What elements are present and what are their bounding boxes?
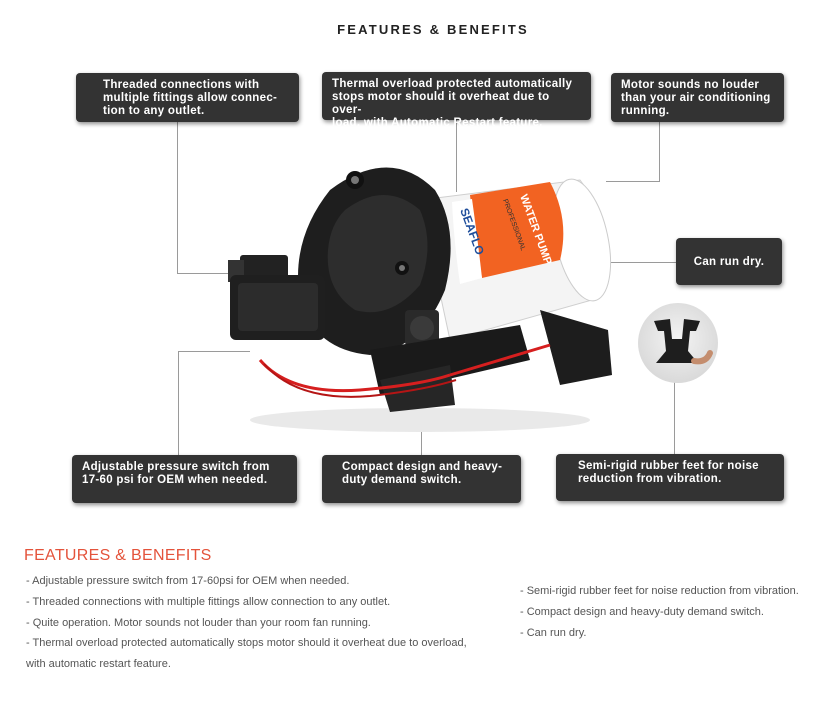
- callout-line: 17-60 psi for OEM when needed.: [82, 474, 268, 486]
- list-item: - Semi-rigid rubber feet for noise reduc…: [520, 585, 799, 597]
- leader-motor: [659, 122, 660, 182]
- callout-line: running.: [621, 105, 670, 117]
- leader-pressure: [178, 351, 179, 455]
- callout-line: Adjustable pressure switch from: [82, 461, 270, 473]
- callout-line: Semi-rigid rubber feet for noise: [578, 460, 759, 472]
- callout-line: multiple fittings allow connec-: [103, 92, 278, 104]
- callout-line: stops motor should it overheat due to ov…: [332, 91, 550, 116]
- callout-line: Threaded connections with: [103, 79, 260, 91]
- features-list-right: - Semi-rigid rubber feet for noise reduc…: [520, 581, 799, 643]
- leader-motor-h: [606, 181, 660, 182]
- section-title: FEATURES & BENEFITS: [24, 547, 212, 564]
- callout-motor-sound: Motor sounds no louder than your air con…: [611, 73, 784, 122]
- leader-dry: [606, 262, 676, 263]
- list-item: - Threaded connections with multiple fit…: [26, 595, 391, 608]
- callout-run-dry: Can run dry.: [676, 238, 782, 285]
- list-item: - Can run dry.: [520, 626, 587, 639]
- callout-line: tion to any outlet.: [103, 105, 205, 117]
- rubber-feet-photo: [636, 301, 720, 385]
- leader-feet: [674, 382, 675, 454]
- leader-compact: [421, 415, 422, 455]
- callout-line: Compact design and heavy-: [342, 461, 503, 473]
- features-list-left: - Adjustable pressure switch from 17-60p…: [26, 571, 467, 675]
- water-pump-image: SEAFLO PROFESSIONAL WATER PUMP: [220, 150, 620, 440]
- callout-line: duty demand switch.: [342, 474, 462, 486]
- page-title: FEATURES & BENEFITS: [337, 22, 529, 37]
- callout-line: than your air conditioning: [621, 92, 771, 104]
- callout-line: Thermal overload protected automatically: [332, 78, 573, 90]
- list-item: - Adjustable pressure switch from 17-60p…: [26, 575, 350, 587]
- callout-rubber-feet: Semi-rigid rubber feet for noise reducti…: [556, 454, 784, 501]
- callout-threaded-connections: Threaded connections with multiple fitti…: [76, 73, 299, 122]
- list-item: - Thermal overload protected automatical…: [26, 637, 467, 650]
- callout-line: load, with Automatic Restart feature.: [332, 117, 543, 129]
- callout-thermal-overload: Thermal overload protected automatically…: [322, 72, 591, 129]
- list-item: - Quite operation. Motor sounds not loud…: [26, 616, 371, 629]
- list-item: with automatic restart feature.: [26, 658, 171, 671]
- leader-threaded-h: [177, 273, 239, 274]
- leader-thermal: [456, 120, 457, 192]
- leader-threaded: [177, 122, 178, 274]
- leader-pressure-h: [178, 351, 250, 352]
- callout-compact-design: Compact design and heavy- duty demand sw…: [322, 455, 521, 503]
- callout-pressure-switch: Adjustable pressure switch from 17-60 ps…: [72, 455, 297, 503]
- callout-line: reduction from vibration.: [578, 473, 722, 485]
- callout-line: Motor sounds no louder: [621, 79, 760, 91]
- list-item: - Compact design and heavy-duty demand s…: [520, 605, 764, 618]
